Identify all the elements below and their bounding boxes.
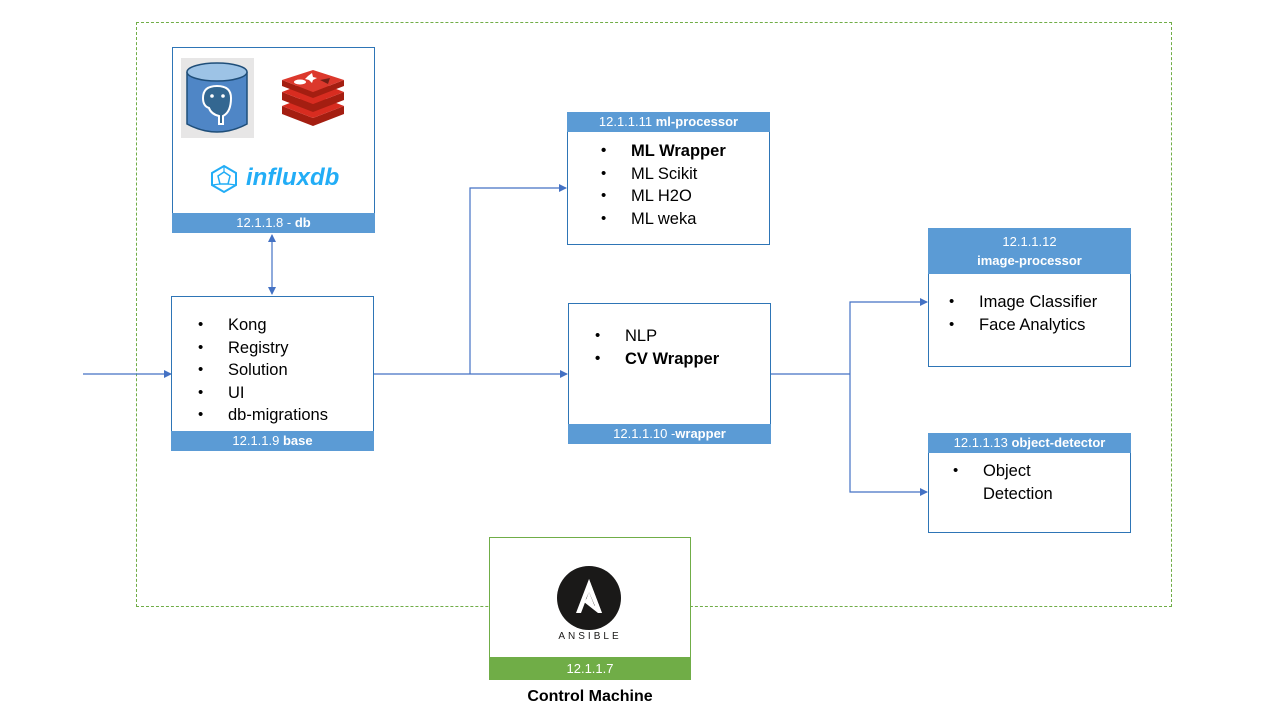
object-detector-node: 12.1.1.13 object-detector Object Detecti… (928, 433, 1131, 533)
ml-processor-name: ml-processor (655, 114, 739, 129)
influxdb-icon (211, 164, 237, 194)
base-node: Kong Registry Solution UI db-migrations … (171, 296, 374, 451)
influxdb-logo-text: influxdb (246, 164, 340, 191)
object-detector-name: object-detector (1011, 435, 1106, 450)
control-machine-label: Control Machine (527, 688, 653, 705)
wrapper-ip: 12.1.1.10 - (613, 426, 676, 441)
ml-processor-node-label: 12.1.1.11 ml-processor (567, 112, 770, 132)
list-item-line: Object (983, 462, 1031, 480)
wrapper-name: wrapper (675, 426, 726, 441)
wrapper-node-label: 12.1.1.10 -wrapper (568, 424, 771, 444)
db-name: db (294, 215, 311, 230)
list-item: Image Classifier (949, 291, 1097, 314)
image-processor-node-label: 12.1.1.12 image-processor (928, 228, 1131, 274)
image-processor-node: 12.1.1.12 image-processor Image Classifi… (928, 228, 1131, 367)
base-name: base (282, 433, 313, 448)
redis-logo (278, 70, 348, 126)
connector-wrapper-image-processor (849, 298, 928, 374)
db-ip: 12.1.1.8 - (236, 215, 295, 230)
list-item: Object Detection (953, 460, 1053, 505)
list-item: CV Wrapper (595, 348, 719, 371)
db-node-label: 12.1.1.8 - db (172, 213, 375, 233)
image-processor-name: image-processor (977, 253, 1082, 268)
list-item: Registry (198, 337, 328, 360)
list-item: db-migrations (198, 404, 328, 427)
postgresql-icon (186, 62, 248, 133)
list-item: ML H2O (601, 185, 726, 208)
list-item: ML Scikit (601, 163, 726, 186)
base-service-list: Kong Registry Solution UI db-migrations (198, 314, 328, 427)
list-item: Solution (198, 359, 328, 382)
list-item-line: Detection (983, 484, 1053, 503)
wrapper-node: NLP CV Wrapper 12.1.1.10 -wrapper (568, 303, 771, 444)
list-item: NLP (595, 325, 719, 348)
postgresql-logo (181, 58, 254, 138)
influxdb-logo: influxdb (209, 162, 369, 196)
ml-processor-ip: 12.1.1.11 (598, 114, 656, 129)
ansible-icon (557, 566, 621, 630)
connector-wrapper-object-detector (849, 374, 928, 496)
object-detector-ip: 12.1.1.13 (953, 435, 1012, 450)
ansible-logo (556, 565, 622, 631)
redis-icon (282, 70, 344, 126)
list-item: Face Analytics (949, 314, 1097, 337)
control-machine-node: ANSIBLE 12.1.1.7 (489, 537, 691, 680)
ansible-logo-text: ANSIBLE (558, 631, 622, 642)
list-item: UI (198, 382, 328, 405)
db-node: influxdb 12.1.1.8 - db (172, 47, 375, 233)
list-item: ML weka (601, 208, 726, 231)
list-item: Kong (198, 314, 328, 337)
connector-base-ml-processor (469, 184, 567, 374)
object-detector-service-list: Object Detection (953, 460, 1053, 505)
image-processor-service-list: Image Classifier Face Analytics (949, 291, 1097, 336)
ml-processor-node: 12.1.1.11 ml-processor ML Wrapper ML Sci… (567, 112, 770, 245)
image-processor-ip: 12.1.1.12 (1002, 234, 1057, 249)
object-detector-node-label: 12.1.1.13 object-detector (928, 433, 1131, 453)
wrapper-service-list: NLP CV Wrapper (595, 325, 719, 370)
base-ip: 12.1.1.9 (232, 433, 283, 448)
ml-processor-service-list: ML Wrapper ML Scikit ML H2O ML weka (601, 140, 726, 230)
base-node-label: 12.1.1.9 base (171, 431, 374, 451)
list-item: ML Wrapper (601, 140, 726, 163)
control-machine-ip: 12.1.1.7 (489, 657, 691, 680)
